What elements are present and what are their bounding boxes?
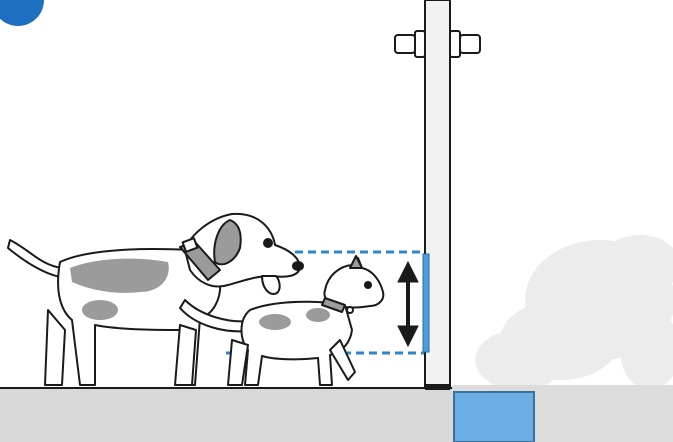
hinge-icon-left [395, 31, 425, 57]
pet-flap-strip [423, 254, 429, 352]
ground-slab [0, 388, 452, 442]
hinge-icon-right [450, 31, 480, 57]
pool [454, 392, 534, 442]
door [423, 0, 450, 390]
step-badge [0, 0, 44, 26]
foliage-background [475, 235, 673, 390]
door-threshold [425, 384, 450, 390]
double-vertical-arrow-icon [398, 262, 418, 346]
